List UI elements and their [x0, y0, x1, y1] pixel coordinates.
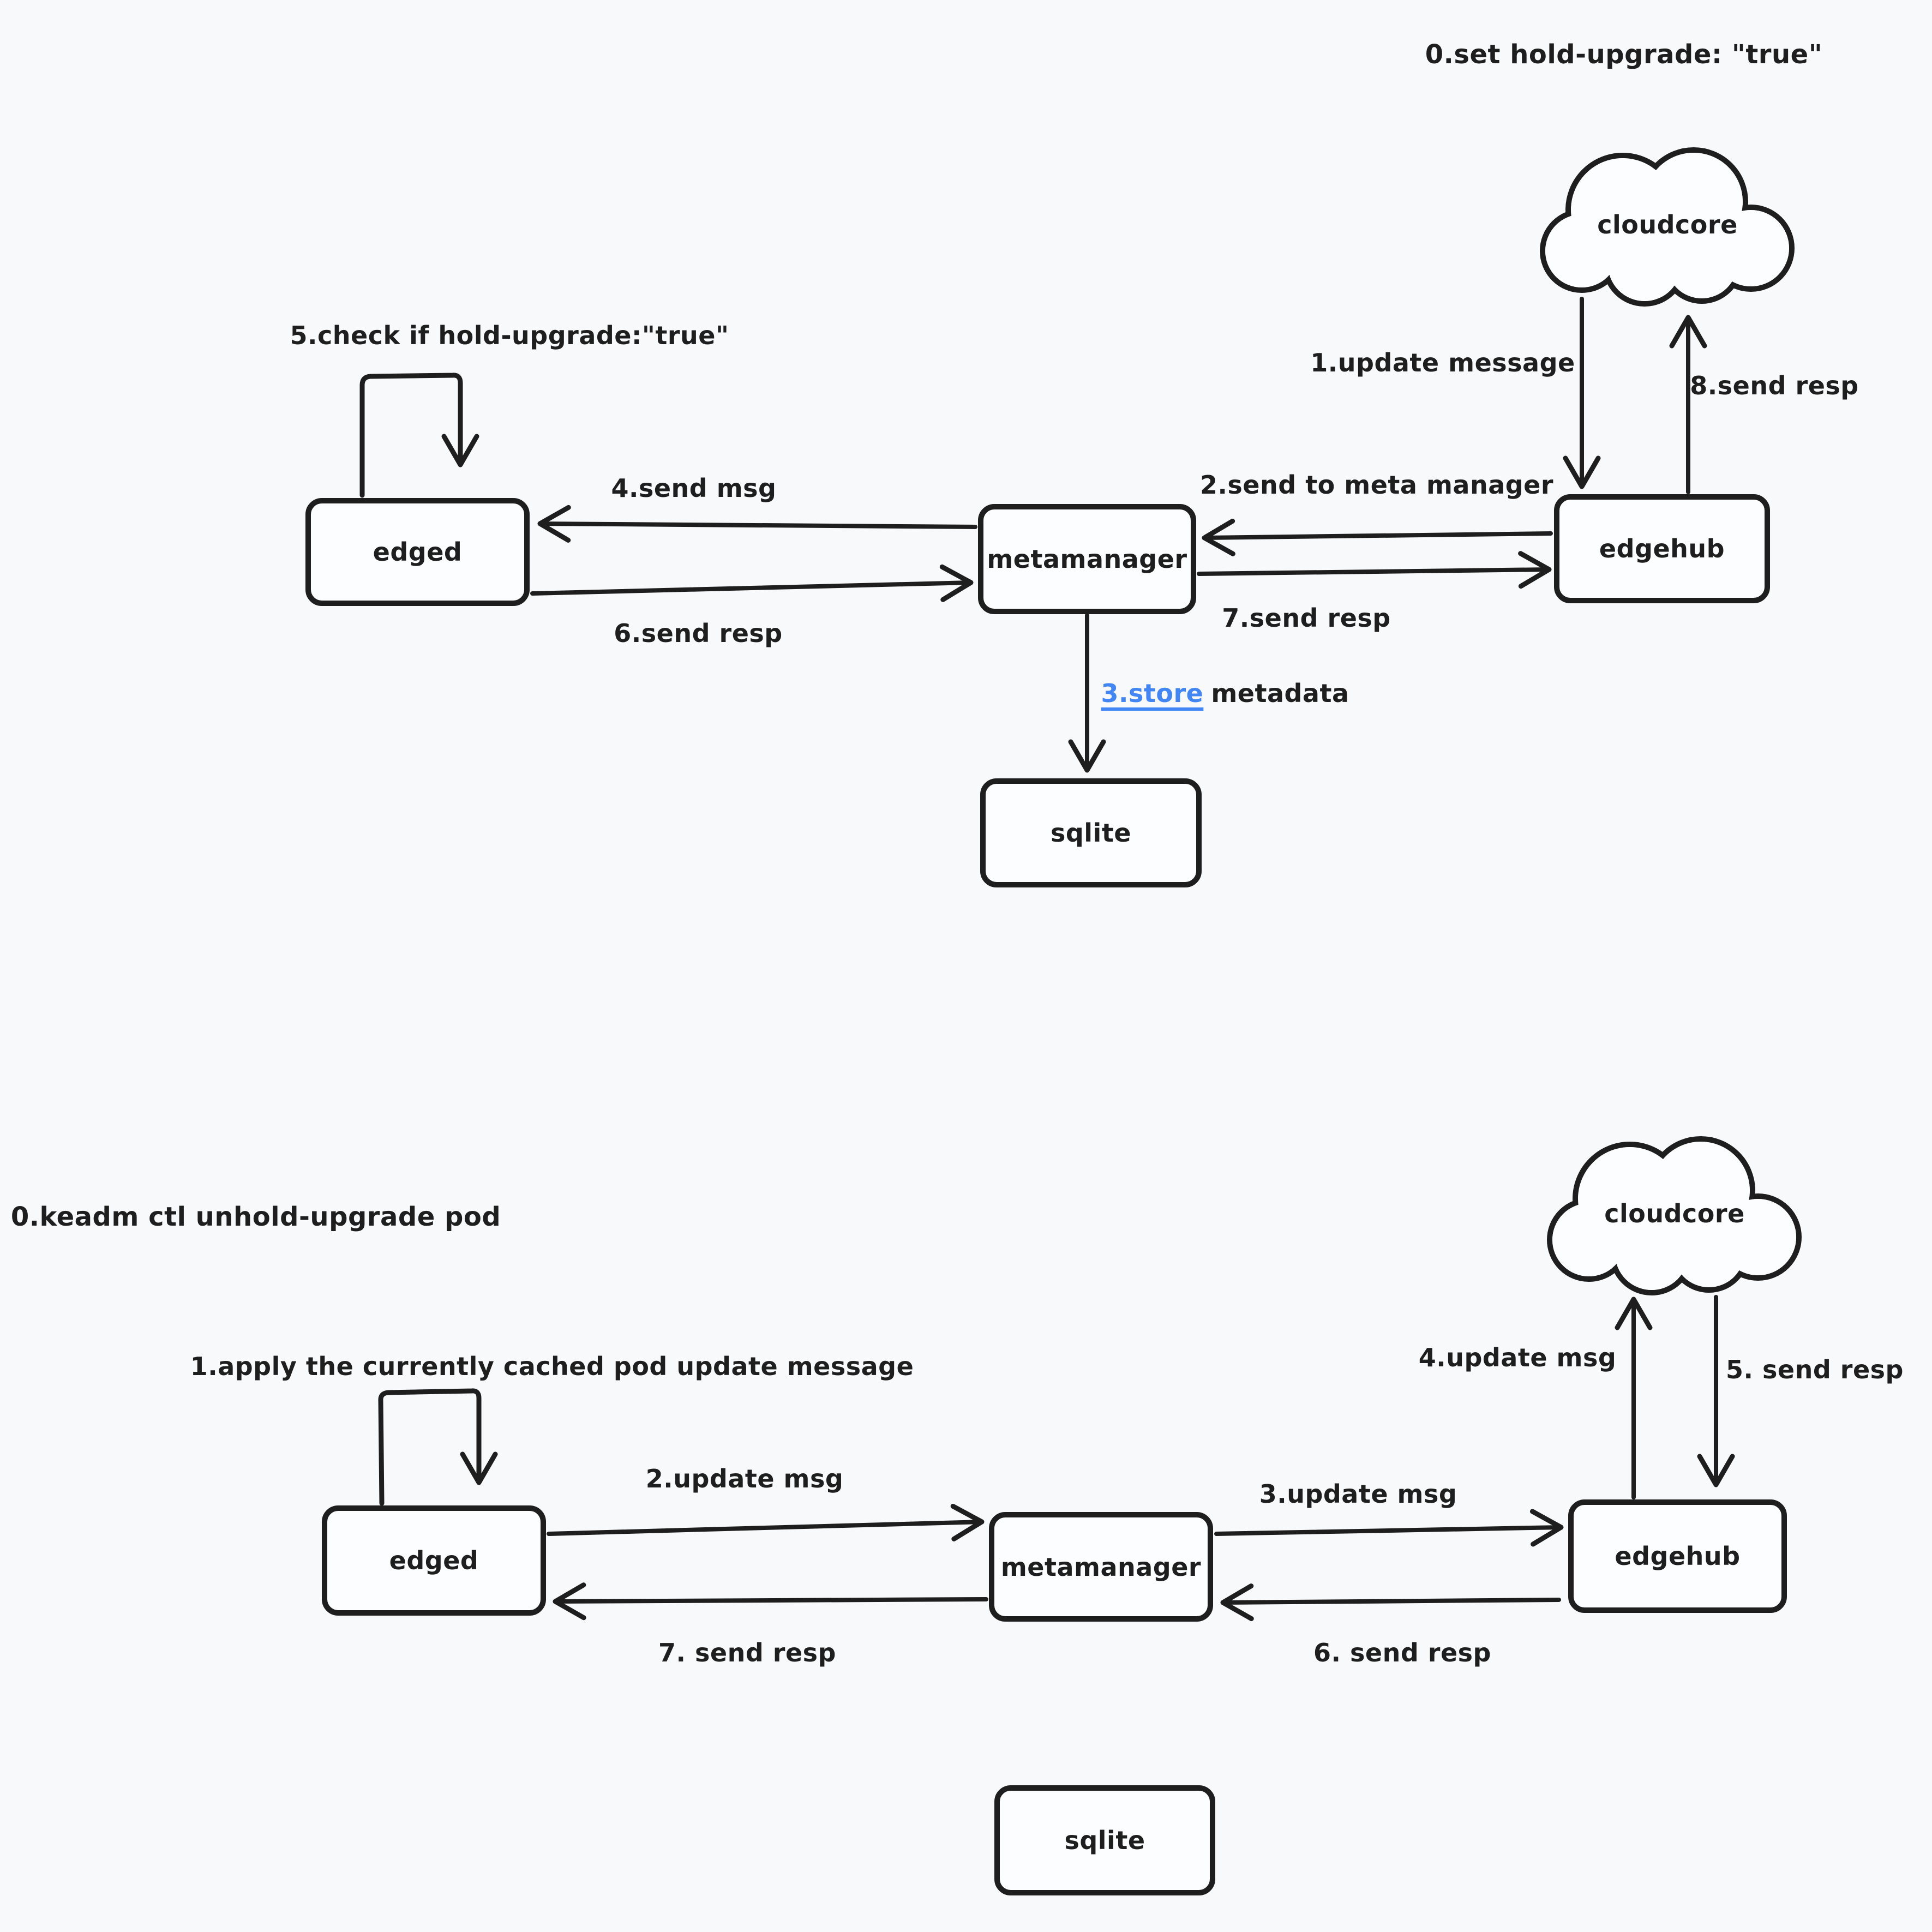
store-link[interactable]: 3.store — [1101, 679, 1204, 708]
edgehub-node-bottom: edgehub — [1568, 1499, 1787, 1613]
arrow-send-msg-4 — [537, 505, 977, 543]
label-send-resp-6: 6.send resp — [614, 619, 783, 648]
label-send-resp-8: 8.send resp — [1690, 371, 1859, 400]
label-send-resp-5b: 5. send resp — [1726, 1355, 1904, 1384]
label-send-to-meta-manager: 2.send to meta manager — [1199, 470, 1554, 500]
arrow-send-resp-7b — [553, 1582, 988, 1621]
label-check-hold-upgrade: 5.check if hold-upgrade:"true" — [290, 321, 729, 350]
label-update-msg-3: 3.update msg — [1259, 1479, 1457, 1509]
edged-label-bottom: edged — [389, 1546, 479, 1575]
cloudcore-label-top: cloudcore — [1597, 210, 1738, 239]
label-update-msg-4: 4.update msg — [1418, 1343, 1617, 1372]
self-loop-apply-cached-pod — [378, 1388, 498, 1506]
arrow-send-resp-6 — [530, 564, 974, 602]
label-send-resp-7: 7.send resp — [1222, 603, 1391, 633]
sqlite-label-bottom: sqlite — [1064, 1826, 1145, 1855]
label-update-message: 1.update message — [1310, 348, 1575, 377]
metamanager-node-bottom: metamanager — [989, 1512, 1213, 1622]
cloudcore-label-bottom: cloudcore — [1604, 1199, 1745, 1228]
sqlite-node-top: sqlite — [980, 778, 1202, 887]
edgehub-label-top: edgehub — [1599, 534, 1725, 563]
store-metadata-text: metadata — [1211, 679, 1349, 708]
edgehub-node-top: edgehub — [1554, 494, 1770, 603]
annotation-set-hold-upgrade: 0.set hold-upgrade: "true" — [1425, 39, 1823, 70]
arrow-send-resp-7 — [1197, 551, 1552, 589]
edged-label-top: edged — [373, 537, 463, 567]
sqlite-node-bottom: sqlite — [994, 1785, 1215, 1895]
label-send-resp-6b: 6. send resp — [1313, 1638, 1491, 1667]
cloudcore-cloud-bottom — [1547, 1136, 1802, 1295]
metamanager-label-top: metamanager — [987, 544, 1187, 574]
label-send-resp-7b: 7. send resp — [658, 1638, 836, 1667]
arrow-update-msg-3 — [1214, 1509, 1564, 1547]
arrow-send-resp-6b — [1220, 1583, 1561, 1622]
self-loop-check-hold-upgrade — [359, 373, 479, 498]
arrow-update-msg-2 — [547, 1503, 985, 1541]
edged-node-bottom: edged — [322, 1505, 546, 1616]
annotation-keadm-unhold-upgrade: 0.keadm ctl unhold-upgrade pod — [10, 1202, 501, 1232]
edged-node-top: edged — [305, 498, 530, 606]
label-apply-cached-pod: 1.apply the currently cached pod update … — [190, 1352, 914, 1381]
label-update-msg-2: 2.update msg — [645, 1464, 844, 1493]
sqlite-label-top: sqlite — [1050, 818, 1132, 848]
metamanager-node-top: metamanager — [978, 504, 1196, 614]
arrow-send-to-meta-manager — [1202, 518, 1553, 556]
cloudcore-cloud-top — [1540, 147, 1795, 307]
metamanager-label-bottom: metamanager — [1000, 1552, 1202, 1582]
label-send-msg-4: 4.send msg — [611, 473, 777, 503]
edgehub-label-bottom: edgehub — [1615, 1541, 1741, 1571]
